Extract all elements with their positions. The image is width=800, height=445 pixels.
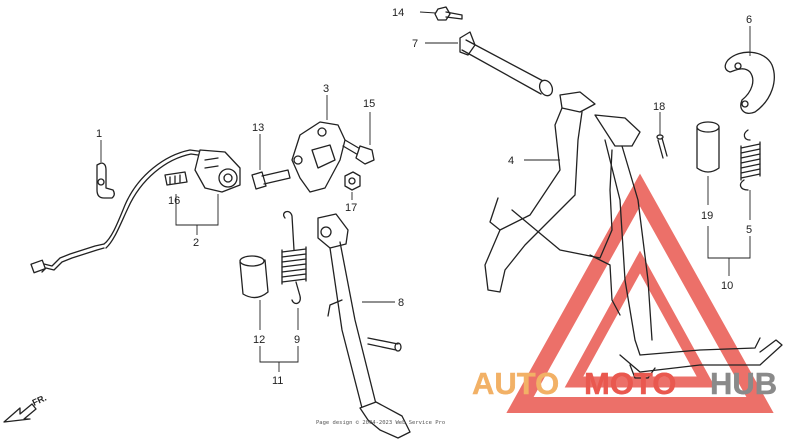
part-bolt-15 (342, 139, 375, 165)
callout-9: 9 (294, 334, 300, 346)
callout-7: 7 (412, 38, 418, 50)
leader-lines (100, 11, 751, 372)
part-side-stand (317, 213, 411, 439)
callout-15: 15 (363, 98, 375, 110)
callout-12: 12 (253, 334, 265, 346)
callout-14: 14 (392, 7, 404, 19)
callout-13: 13 (252, 122, 264, 134)
watermark-moto: MOTO (584, 366, 676, 401)
callout-4: 4 (508, 155, 514, 167)
callout-6: 6 (746, 14, 752, 26)
direction-label: FR. (31, 393, 48, 408)
part-pivot-bolt (251, 169, 291, 190)
part-bolt-14 (434, 6, 463, 21)
part-spring-5 (739, 129, 761, 191)
part-pivot-pipe (459, 31, 554, 97)
callout-8: 8 (398, 297, 404, 309)
part-bracket (291, 121, 346, 193)
callout-18: 18 (653, 101, 665, 113)
part-switch-wire (30, 149, 241, 274)
watermark-auto: AUTO (472, 366, 559, 401)
copyright-text: Page design © 2004-2023 Web Service Pro (316, 420, 445, 426)
callout-16: 16 (168, 195, 180, 207)
callout-1: 1 (96, 128, 102, 140)
part-cotter-pin (656, 134, 668, 159)
part-collar-12 (239, 255, 269, 299)
callout-19: 19 (701, 210, 713, 222)
callout-11: 11 (272, 375, 283, 387)
callout-2: 2 (193, 237, 199, 249)
watermark-logo (506, 173, 774, 413)
callout-17: 17 (345, 202, 357, 214)
part-nut-17 (344, 171, 361, 191)
part-stopper (724, 51, 775, 114)
callout-10: 10 (721, 280, 733, 292)
part-spring-9 (281, 210, 307, 305)
callout-labels: 1 2 3 4 5 6 7 8 9 10 11 12 13 14 15 16 1… (96, 7, 752, 387)
watermark-hub: HUB (710, 366, 777, 401)
watermark-text: AUTO MOTO HUB (472, 366, 778, 401)
part-main-stand (484, 91, 783, 379)
front-direction-arrow-icon: FR. (3, 393, 48, 423)
callout-5: 5 (746, 224, 752, 236)
part-clip (96, 162, 115, 199)
part-collar-19 (696, 121, 720, 173)
callout-3: 3 (323, 83, 329, 95)
